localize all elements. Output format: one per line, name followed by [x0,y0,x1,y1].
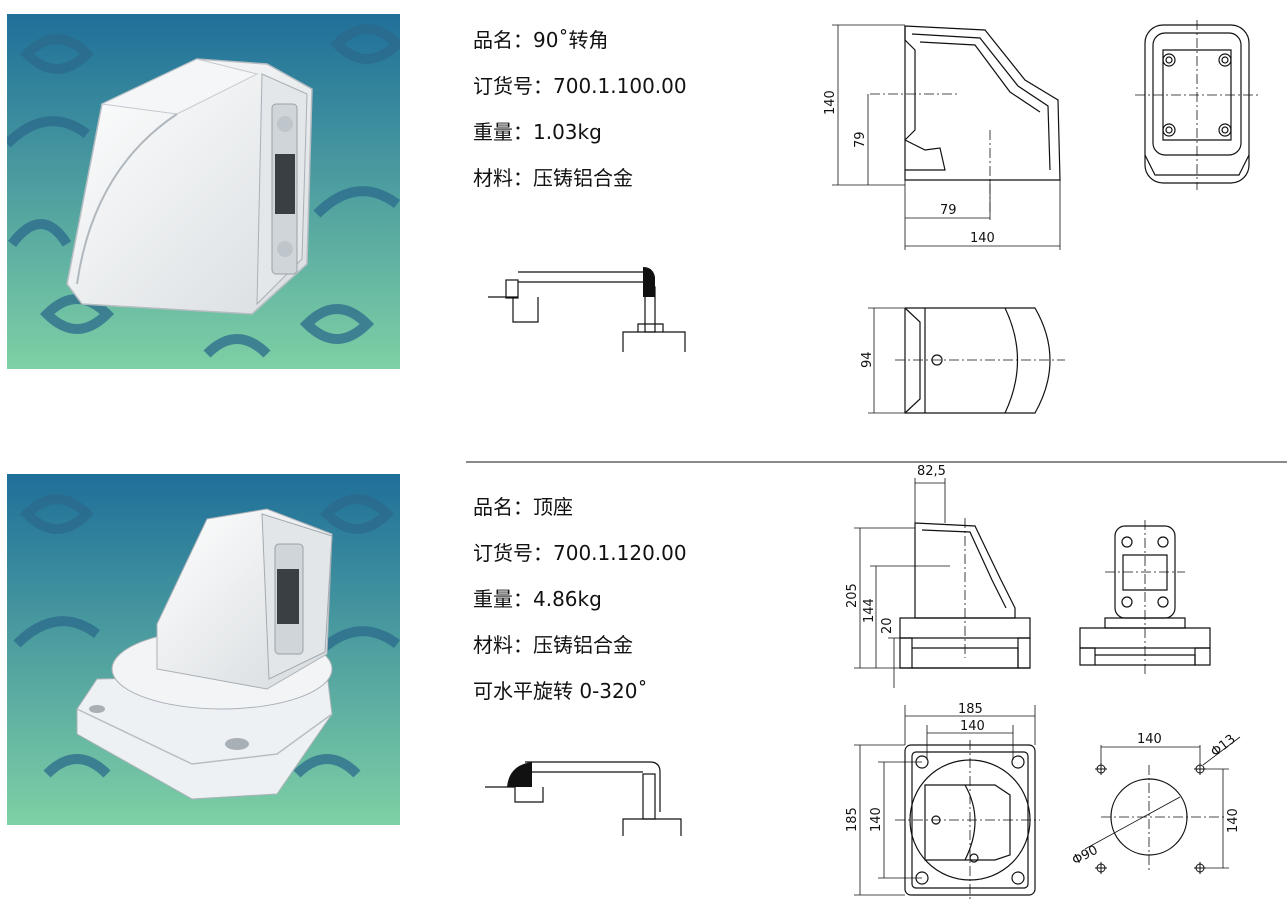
dim-top-offset: 82,5 [917,464,946,479]
mounting-schematic-1 [488,262,693,357]
dim-top-depth: 94 [860,351,875,368]
dim-height-base: 20 [880,617,895,634]
mounting-schematic-2 [485,752,690,837]
spec-order-number: 订货号：700.1.100.00 [473,74,687,98]
spec-order-number: 订货号：700.1.120.00 [473,541,687,565]
dim-side-height-inner: 79 [853,131,868,148]
side-view-drawing-2: 82,5 205 144 20 [840,458,1050,688]
spec-rotation: 可水平旋转 0-320˚ [473,679,648,703]
dim-side-width: 140 [970,231,995,246]
plan-view-drawing-2: 185 140 185 140 [840,700,1045,905]
dim-height-total: 205 [845,583,860,608]
dim-plan-outer-height: 185 [845,807,860,832]
dim-plan-inner-width: 140 [960,719,985,734]
spec-weight: 重量：1.03kg [473,120,602,144]
section-divider [466,461,1287,463]
spec-weight: 重量：4.86kg [473,587,602,611]
dim-hole-spacing-y: 140 [1226,808,1241,833]
product-photo-90-corner [7,14,400,369]
hole-pattern-drawing-2: 140 Φ13 140 Φ90 [1065,725,1265,885]
dim-side-width-inner: 79 [940,203,957,218]
product-specs-1: 品名：90˚转角 订货号：700.1.100.00 重量：1.03kg 材料：压… [473,30,687,214]
top-view-drawing-1: 94 [860,300,1070,420]
product-specs-2: 品名：顶座 订货号：700.1.120.00 重量：4.86kg 材料：压铸铝合… [473,497,687,727]
dim-plan-outer-width: 185 [958,702,983,717]
front-view-drawing-2 [1075,520,1215,680]
spec-name: 品名：90˚转角 [473,28,609,52]
dim-hole-spacing-x: 140 [1137,732,1162,747]
dim-side-height: 140 [823,90,838,115]
spec-name: 品名：顶座 [473,495,573,519]
dim-plan-inner-height: 140 [869,807,884,832]
spec-material: 材料：压铸铝合金 [473,166,633,190]
front-view-drawing-1 [1135,20,1260,190]
side-view-drawing-1: 140 79 79 140 [820,20,1070,255]
dim-hole-diameter: Φ13 [1208,732,1238,760]
product-photo-top-base [7,474,400,825]
spec-material: 材料：压铸铝合金 [473,633,633,657]
dim-height-mid: 144 [862,598,877,623]
dim-center-diameter: Φ90 [1070,843,1101,869]
